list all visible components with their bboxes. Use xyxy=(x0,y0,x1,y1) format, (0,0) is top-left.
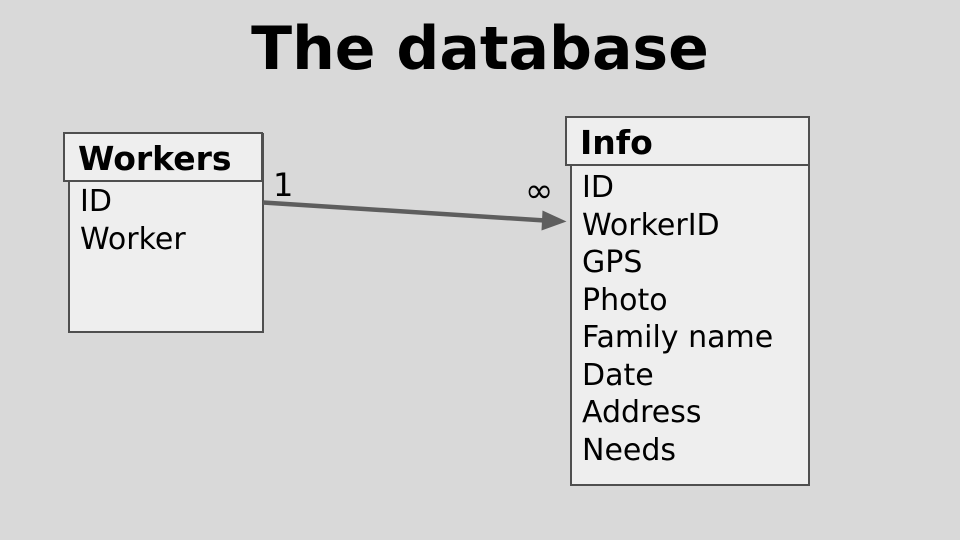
info-field-row: Family name xyxy=(582,320,774,355)
info-field-row: WorkerID xyxy=(582,207,720,243)
slide-title: The database xyxy=(251,14,709,84)
info-field-row: Needs xyxy=(582,432,677,468)
workers-table-title: Workers xyxy=(78,138,232,178)
workers-field-list: ID Worker xyxy=(80,183,262,258)
info-field-row: ID xyxy=(582,170,614,205)
info-table-header: Info xyxy=(565,116,810,166)
workers-field-row: ID xyxy=(80,184,112,219)
workers-field-row: Worker xyxy=(80,221,186,257)
info-field-row: Photo xyxy=(582,282,668,318)
info-field-row: Address xyxy=(582,395,702,430)
info-table-title: Info xyxy=(580,122,653,162)
info-table: ID WorkerID GPS Photo Family name Date A… xyxy=(570,116,810,486)
arrow-head-icon xyxy=(541,210,567,231)
arrow-line xyxy=(262,200,546,223)
cardinality-one-label: 1 xyxy=(273,166,294,204)
info-field-row: Date xyxy=(582,357,654,393)
cardinality-infinity-label: ∞ xyxy=(525,171,554,211)
workers-table-header: Workers xyxy=(63,132,263,182)
info-field-list: ID WorkerID GPS Photo Family name Date A… xyxy=(582,169,808,469)
info-field-row: GPS xyxy=(582,245,643,280)
